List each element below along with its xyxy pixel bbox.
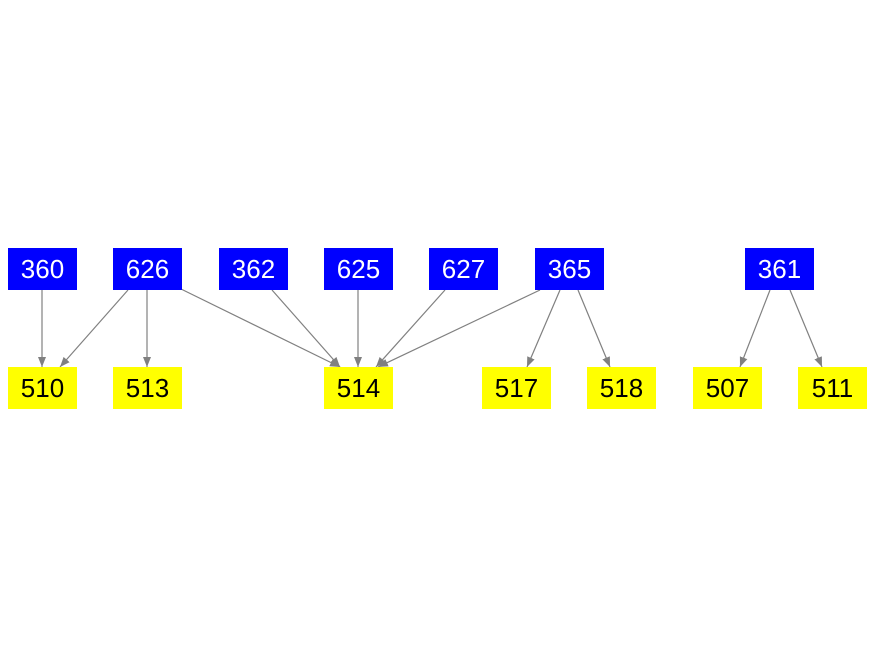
node-513[interactable]: 513 bbox=[113, 367, 182, 409]
node-518[interactable]: 518 bbox=[587, 367, 656, 409]
node-627[interactable]: 627 bbox=[429, 248, 498, 290]
edge-365-518 bbox=[577, 289, 611, 368]
node-510[interactable]: 510 bbox=[8, 367, 77, 409]
node-507[interactable]: 507 bbox=[693, 367, 762, 409]
node-365[interactable]: 365 bbox=[535, 248, 604, 290]
edge-361-511 bbox=[789, 289, 823, 368]
node-511[interactable]: 511 bbox=[798, 367, 867, 409]
edge-365-517 bbox=[526, 289, 561, 368]
edge-626-514 bbox=[180, 288, 341, 368]
edge-365-514 bbox=[377, 289, 541, 368]
node-514[interactable]: 514 bbox=[324, 367, 393, 409]
node-361[interactable]: 361 bbox=[745, 248, 814, 290]
edge-627-514 bbox=[375, 289, 446, 368]
edge-361-507 bbox=[739, 289, 771, 368]
node-517[interactable]: 517 bbox=[482, 367, 551, 409]
edge-626-510 bbox=[59, 289, 129, 368]
node-625[interactable]: 625 bbox=[324, 248, 393, 290]
node-362[interactable]: 362 bbox=[219, 248, 288, 290]
node-360[interactable]: 360 bbox=[8, 248, 77, 290]
edge-362-514 bbox=[271, 289, 341, 368]
node-626[interactable]: 626 bbox=[113, 248, 182, 290]
